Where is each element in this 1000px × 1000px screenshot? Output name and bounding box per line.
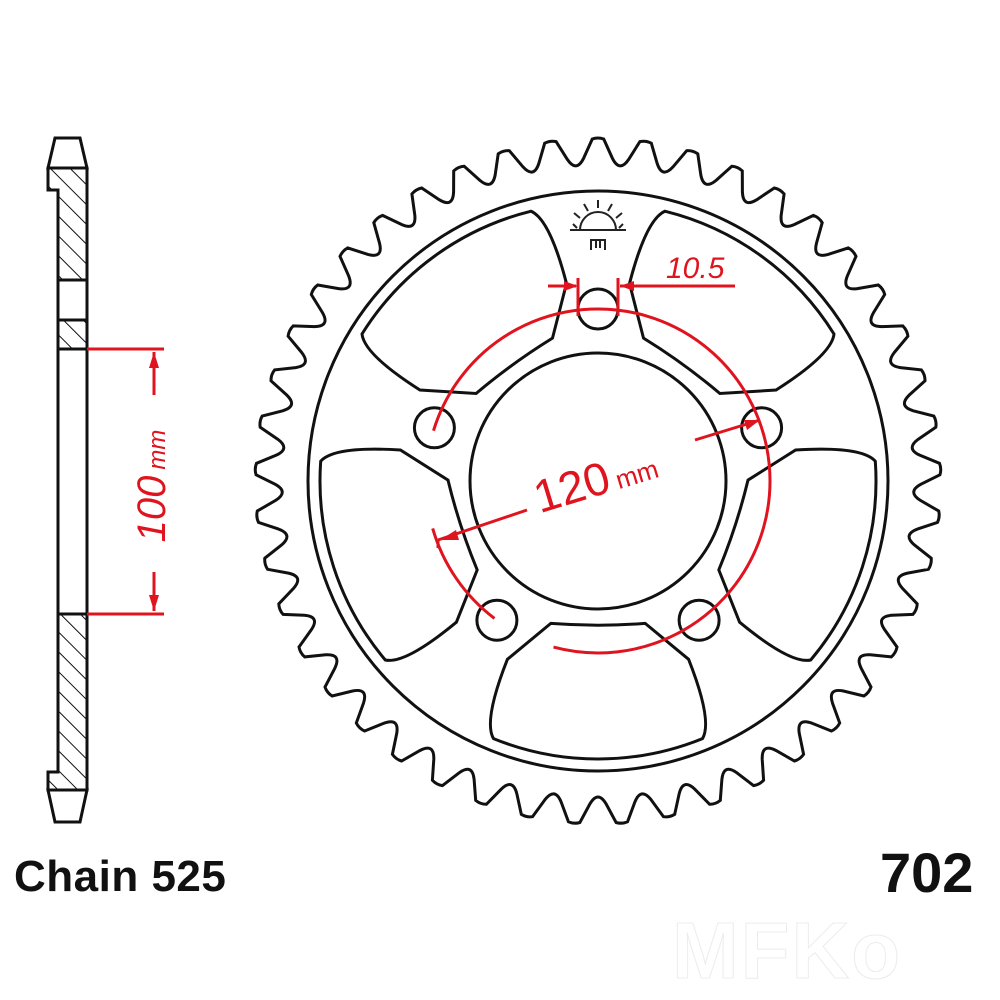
bolt-hole	[740, 406, 784, 450]
side-view-profile	[46, 136, 89, 824]
side-view-bore	[56, 347, 89, 616]
side-view-top-hatch	[46, 166, 89, 282]
bolt-circle-arc-lower	[431, 527, 496, 620]
sprocket-window	[360, 209, 569, 396]
sprocket-ring	[306, 189, 890, 773]
sprocket-center-hole	[468, 351, 728, 611]
sprocket-teeth-outline	[253, 136, 943, 825]
sunrise-logo-icon	[570, 200, 626, 250]
bolt-hole	[475, 598, 519, 642]
bolt-hole-dimension: 10.5	[548, 252, 735, 316]
sprocket-window	[488, 621, 708, 761]
chain-size-label: Chain 525	[14, 852, 227, 901]
sprocket-window	[717, 447, 878, 662]
bolt-hole	[677, 598, 721, 642]
part-number-label: 702	[880, 841, 974, 904]
side-view-gap	[56, 278, 89, 322]
bolt-hole	[412, 406, 456, 450]
bolt-circle-label: 120mm	[527, 436, 663, 523]
bolt-circle-dimension: 120mm	[431, 307, 772, 655]
watermark: MFKo	[671, 906, 903, 996]
sprocket-window	[318, 447, 479, 662]
sprocket-window	[627, 209, 836, 396]
side-view-top-tooth	[46, 136, 89, 170]
side-view-bottom-hatch	[46, 612, 89, 792]
side-view-upper-hub-hatch	[56, 318, 89, 351]
sprocket-front-view	[253, 136, 943, 825]
side-view-bottom-tooth	[46, 788, 89, 824]
bolt-hole-label: 10.5	[666, 252, 725, 285]
bolt-circle-arc	[432, 307, 772, 655]
sprocket-windows	[318, 209, 878, 761]
bore-dimension: 100mm	[87, 347, 174, 616]
bore-dimension-label: 100mm	[130, 430, 174, 543]
